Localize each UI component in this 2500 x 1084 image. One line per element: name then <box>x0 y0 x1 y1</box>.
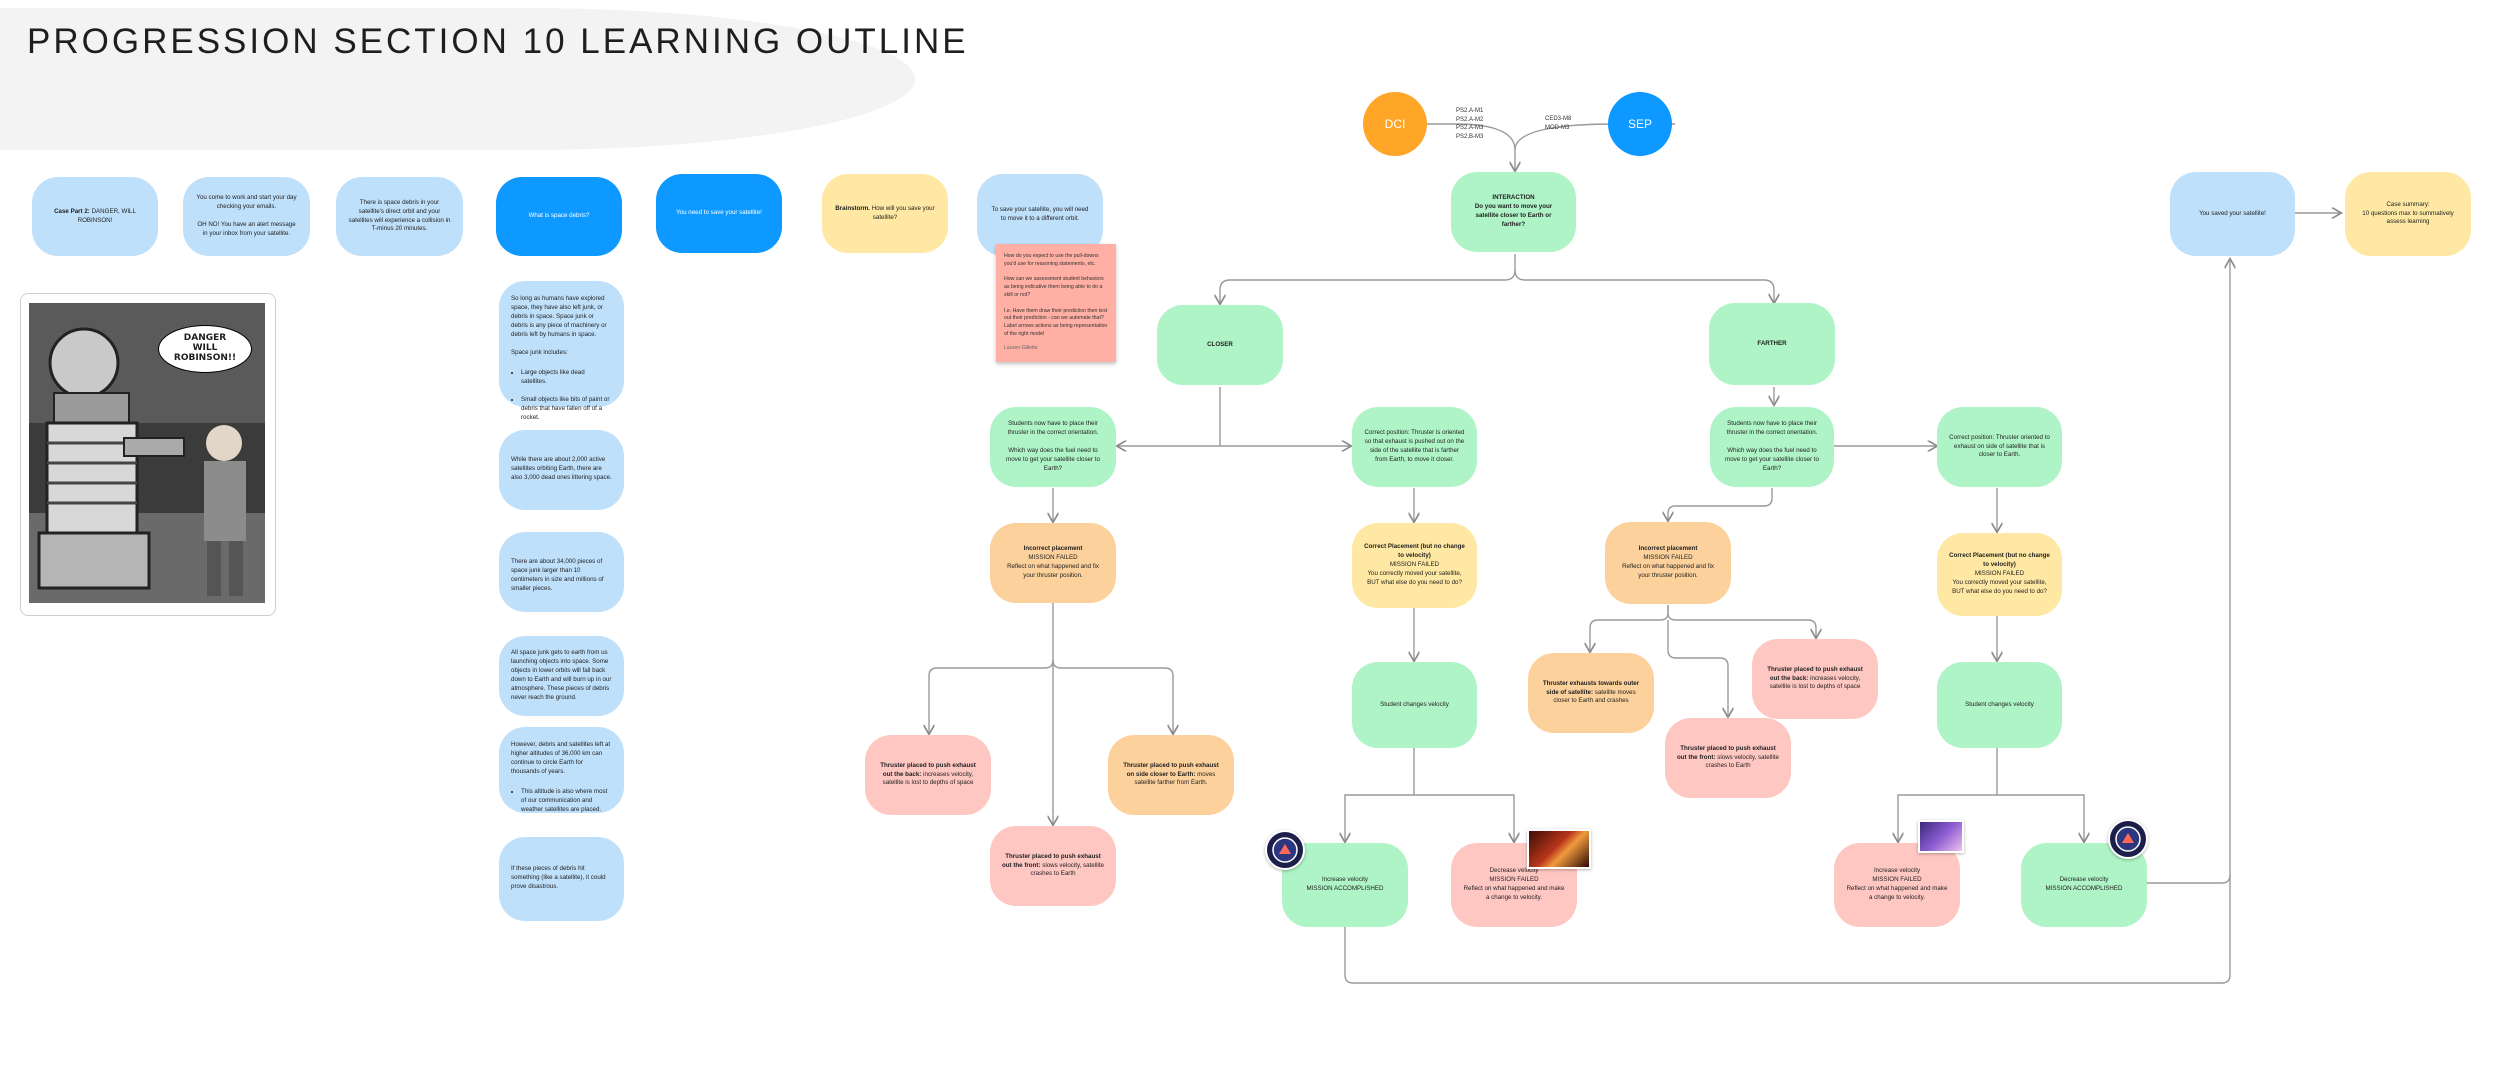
closer-thruster-back-node: Thruster placed to push exhaust out the … <box>865 735 991 815</box>
farther-changes-velocity-node: Student changes velocity <box>1937 662 2062 748</box>
nochange-label: Correct Placement (but no change to velo… <box>1364 543 1465 559</box>
crash-thumbnail <box>1527 829 1591 869</box>
sep-codes: CED3-M8 MOD-M3 <box>1545 115 1571 132</box>
nochange-text: MISSION FAILED You correctly moved your … <box>1367 561 1462 586</box>
closer-label: CLOSER <box>1207 341 1233 350</box>
email-node: You come to work and start your day chec… <box>183 177 310 256</box>
closer-thruster-side-node: Thruster placed to push exhaust on side … <box>1108 735 1234 815</box>
nochange-text: MISSION FAILED You correctly moved your … <box>1952 570 2047 595</box>
sep-circle: SEP <box>1608 92 1672 156</box>
farther-placement-node: Students now have to place their thruste… <box>1710 407 1834 487</box>
closer-node: CLOSER <box>1157 305 1283 385</box>
farther-correct-position-node: Correct position: Thruster oriented to e… <box>1937 407 2062 487</box>
closer-incorrect-node: Incorrect placement MISSION FAILED Refle… <box>990 523 1116 603</box>
thruster-front-text: slows velocity, satellite crashes to Ear… <box>1705 754 1779 770</box>
brainstorm-text: How will you save your satellite? <box>870 205 935 221</box>
fact-1-bullet: Large objects like dead satellites. <box>521 369 612 387</box>
brainstorm-label: Brainstorm. <box>835 205 870 212</box>
fact-node-1: So long as humans have explored space, t… <box>499 281 624 407</box>
fact-5-bullet: This altitude is also where most of our … <box>521 788 612 815</box>
farther-thruster-outer-node: Thruster exhausts towards outer side of … <box>1528 653 1654 733</box>
farther-node: FARTHER <box>1709 303 1835 385</box>
summary-node: Case summary: 10 questions max to summat… <box>2345 172 2471 256</box>
fact-node-6: If these pieces of debris hit something … <box>499 837 624 921</box>
sticky-note[interactable]: How do you expect to use the pull-downs … <box>996 244 1116 362</box>
fact-node-5: However, debris and satellites left at h… <box>499 727 624 813</box>
farther-incorrect-node: Incorrect placement MISSION FAILED Refle… <box>1605 522 1731 604</box>
fact-1-bullet: Small objects like bits of paint or debr… <box>521 396 612 423</box>
mission-badge-icon <box>1265 830 1305 870</box>
case-part-label: Case Part 2: <box>54 208 90 215</box>
nochange-label: Correct Placement (but no change to velo… <box>1949 552 2050 568</box>
fact-5-intro: However, debris and satellites left at h… <box>511 741 612 777</box>
closer-correct-nochange-node: Correct Placement (but no change to velo… <box>1352 523 1477 608</box>
need-save-node: You need to save your satellite! <box>656 174 782 253</box>
incorrect-label: Incorrect placement <box>1639 545 1698 552</box>
closer-thruster-front-node: Thruster placed to push exhaust out the … <box>990 826 1116 906</box>
incorrect-text: MISSION FAILED Reflect on what happened … <box>1622 554 1714 579</box>
mission-badge-icon <box>2108 819 2148 859</box>
fact-node-3: There are about 34,000 pieces of space j… <box>499 532 624 612</box>
incorrect-text: MISSION FAILED Reflect on what happened … <box>1007 554 1099 579</box>
debris-alert-node: There is space debris in your satellite'… <box>336 177 463 256</box>
farther-thruster-back-node: Thruster placed to push exhaust out the … <box>1752 639 1878 719</box>
fact-node-2: While there are about 2,000 active satel… <box>499 430 624 510</box>
fact-5-list: This altitude is also where most of our … <box>511 779 612 824</box>
closer-correct-position-node: Correct position: Thruster is oriented s… <box>1352 407 1477 487</box>
space-thumbnail <box>1918 820 1964 853</box>
brainstorm-node: Brainstorm. How will you save your satel… <box>822 174 948 253</box>
saved-node: You saved your satellite! <box>2170 172 2295 256</box>
farther-label: FARTHER <box>1757 340 1786 349</box>
incorrect-label: Incorrect placement <box>1024 545 1083 552</box>
sticky-note-author: Lauren Gillette <box>1004 345 1108 353</box>
farther-thruster-front-node: Thruster placed to push exhaust out the … <box>1665 718 1791 798</box>
interaction-title: INTERACTION <box>1492 194 1534 203</box>
sticky-note-text: How do you expect to use the pull-downs … <box>1004 253 1107 337</box>
fact-1-list: Large objects like dead satellites. Smal… <box>511 360 612 432</box>
fact-node-4: All space junk gets to earth from us lau… <box>499 636 624 716</box>
what-is-debris-node: What is space debris? <box>496 177 622 256</box>
farther-increase-fail-node: Increase velocity MISSION FAILED Reflect… <box>1834 843 1960 927</box>
closer-changes-velocity-node: Student changes velocity <box>1352 662 1477 748</box>
speech-bubble: DANGER WILL ROBINSON!! <box>158 325 252 373</box>
closer-placement-node: Students now have to place their thruste… <box>990 407 1116 487</box>
farther-correct-nochange-node: Correct Placement (but no change to velo… <box>1937 533 2062 616</box>
dci-circle: DCI <box>1363 92 1427 156</box>
dci-codes: PS2.A-M1 PS2.A-M2 PS2.A-M3 PS2.B-M3 <box>1456 107 1483 142</box>
case-part-node: Case Part 2: DANGER, WILL ROBINSON! <box>32 177 158 256</box>
interaction-question: Do you want to move your satellite close… <box>1463 203 1564 230</box>
thruster-front-text: slows velocity, satellite crashes to Ear… <box>1030 862 1104 878</box>
fact-1-intro: So long as humans have explored space, t… <box>511 295 612 358</box>
